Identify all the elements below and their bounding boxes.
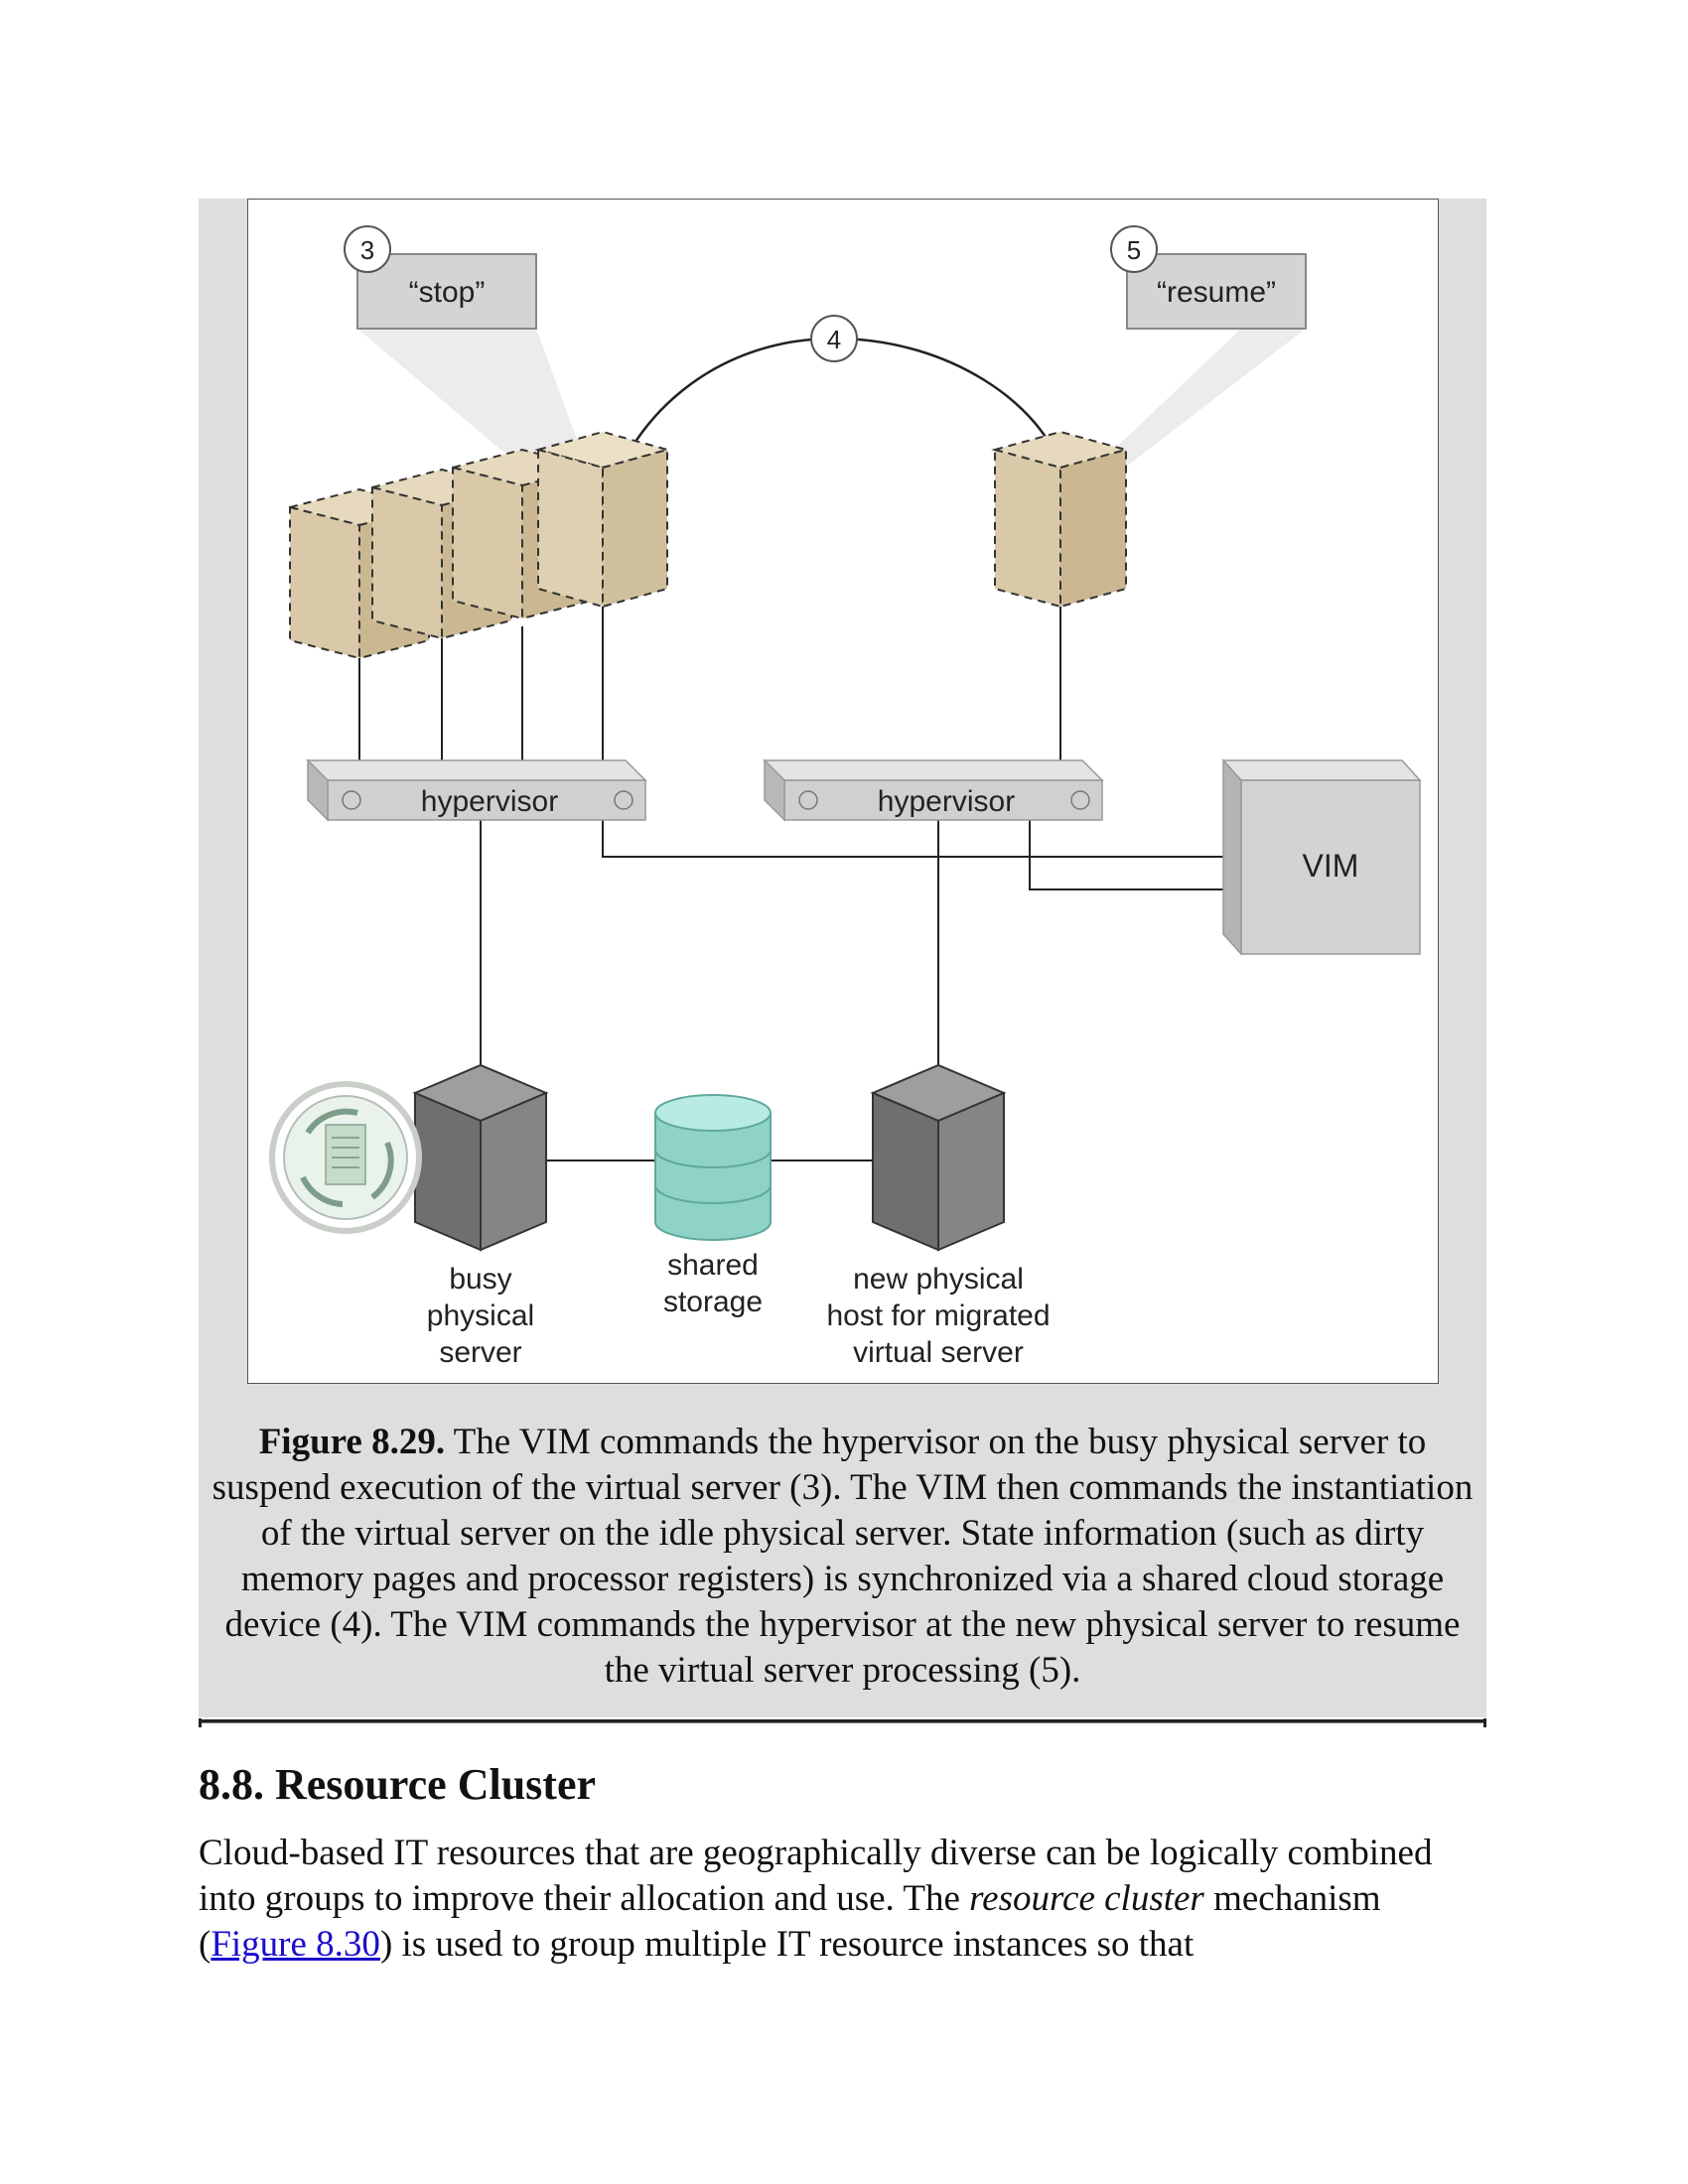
paragraph-text-2: mechanism ( [199,1878,1381,1965]
migration-arrow: 4 [601,315,1064,518]
hypervisor-left-label: hypervisor [421,785,558,818]
stop-label: “stop” [409,276,486,309]
new-host-label-line2: host for migrated [826,1299,1050,1332]
virtual-server-group-left [289,430,671,660]
paragraph-text-3: ) is used to group multiple IT resource … [379,1924,1195,1965]
figure-divider [199,1718,1486,1727]
figure-label: Figure 8.29. [258,1422,446,1462]
new-physical-host-icon [870,1063,1007,1252]
migration-diagram: “stop” 3 “resume” 5 4 [247,199,1439,1384]
step-5-number: 5 [1127,235,1141,265]
busy-server-label-line2: physical [427,1299,534,1332]
step-4-number: 4 [827,325,841,354]
figure-caption: Figure 8.29. The VIM commands the hyperv… [209,1420,1477,1694]
vim-label: VIM [1303,848,1359,884]
vim-box: VIM [1221,758,1422,956]
hypervisor-right-label: hypervisor [878,785,1015,818]
busy-server-label-line1: busy [449,1263,511,1296]
hypervisor-right: hypervisor [763,758,1104,822]
state-sync-icon [269,1081,422,1234]
stop-callout: “stop” 3 [344,225,537,330]
paragraph-emphasis: resource cluster [969,1878,1204,1919]
figure-caption-text: The VIM commands the hypervisor on the b… [211,1422,1474,1691]
section-paragraph: Cloud-based IT resources that are geogra… [199,1831,1489,1968]
step-3-number: 3 [360,235,374,265]
shared-storage-label-line2: storage [663,1286,763,1318]
virtual-server-icon [534,430,671,609]
shared-storage-label-line1: shared [667,1249,759,1282]
virtual-server-icon-migrated [991,430,1130,609]
busy-physical-server-icon [412,1063,549,1252]
resume-callout: “resume” 5 [1110,225,1307,330]
paragraph-text-1: Cloud-based IT resources that are geogra… [199,1833,1433,1919]
new-host-label-line1: new physical [853,1263,1024,1296]
hypervisor-left: hypervisor [306,758,647,822]
figure-8-30-link[interactable]: Figure 8.30 [211,1924,380,1965]
shared-storage-icon [654,1094,772,1241]
resume-label: “resume” [1157,276,1276,309]
new-host-label-line3: virtual server [853,1336,1024,1369]
section-heading: 8.8. Resource Cluster [199,1760,596,1809]
busy-server-label-line3: server [439,1336,521,1369]
